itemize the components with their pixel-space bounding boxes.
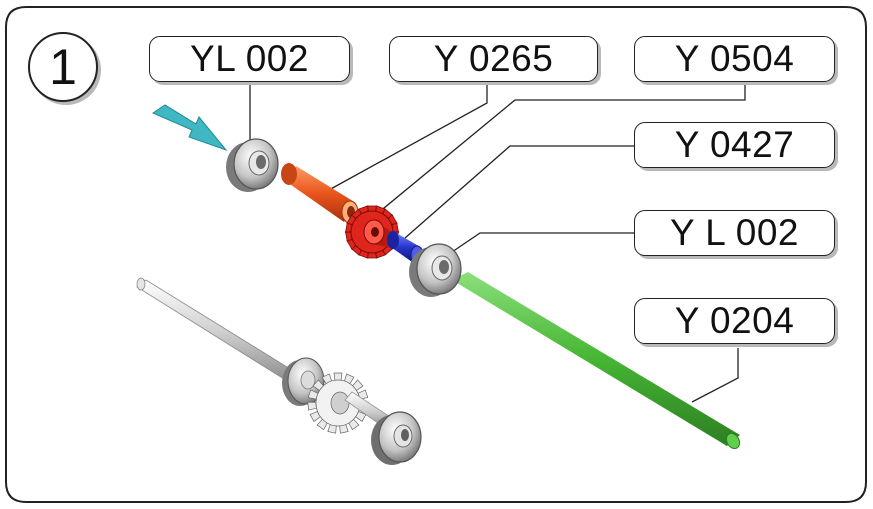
label-yl002-bottom: Y L 002: [634, 210, 835, 256]
label-y0504: Y 0504: [634, 36, 835, 82]
leader-yl002-bottom: [451, 232, 634, 253]
leader-y0265: [317, 83, 488, 197]
label-y0204: Y 0204: [634, 298, 835, 344]
insert-direction-arrow-icon: [151, 104, 228, 152]
label-y0427: Y 0427: [634, 122, 835, 168]
bearing-icon: [409, 243, 462, 297]
step-number: 1: [28, 32, 98, 102]
leader-lines: [249, 83, 746, 403]
leader-y0204: [691, 348, 739, 403]
leader-y0427: [404, 145, 634, 239]
shaft-icon: [452, 272, 741, 450]
leader-y0504: [377, 83, 746, 214]
assembled-view: [136, 277, 422, 465]
bearing-icon: [226, 138, 279, 192]
label-y0265: Y 0265: [389, 36, 598, 82]
panel-frame: [5, 6, 867, 503]
label-yl002-top: YL 002: [149, 36, 350, 82]
sleeve: [281, 163, 359, 224]
gear-icon: [345, 205, 399, 259]
